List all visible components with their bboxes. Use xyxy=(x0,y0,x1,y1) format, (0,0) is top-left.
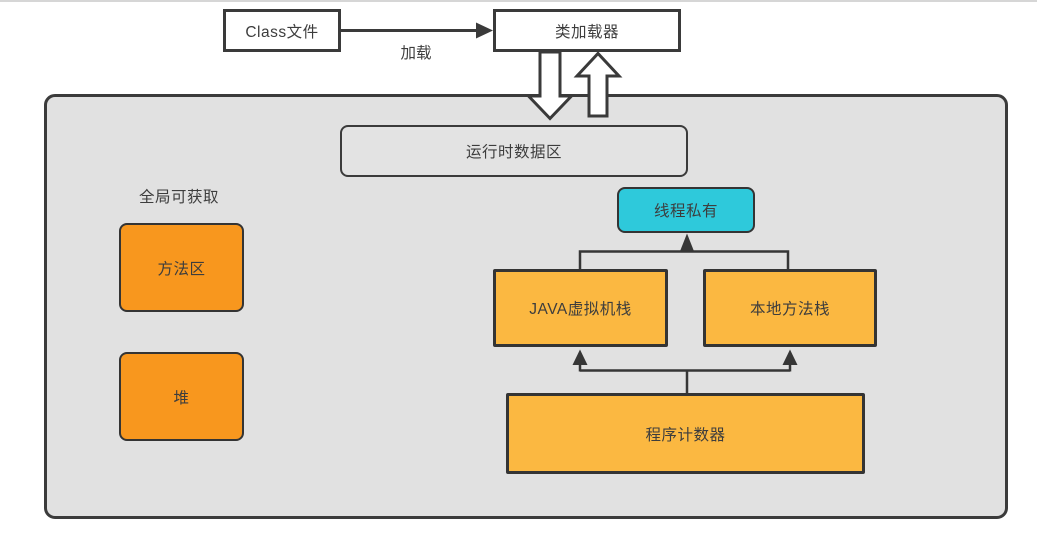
heap-node: 堆 xyxy=(119,352,244,441)
load-arrow-icon xyxy=(341,22,493,39)
class-loader-node: 类加载器 xyxy=(493,9,681,52)
program-counter-node: 程序计数器 xyxy=(506,393,865,474)
top-divider-line xyxy=(0,0,1037,2)
runtime-data-area-node: 运行时数据区 xyxy=(340,125,688,177)
thread-private-node: 线程私有 xyxy=(617,187,755,233)
method-area-node: 方法区 xyxy=(119,223,244,312)
global-access-note: 全局可获取 xyxy=(139,189,220,206)
native-method-stack-node: 本地方法栈 xyxy=(703,269,877,347)
jvm-stack-node: JAVA虚拟机栈 xyxy=(493,269,668,347)
load-edge-label: 加载 xyxy=(400,45,432,62)
class-file-node: Class文件 xyxy=(223,9,341,52)
